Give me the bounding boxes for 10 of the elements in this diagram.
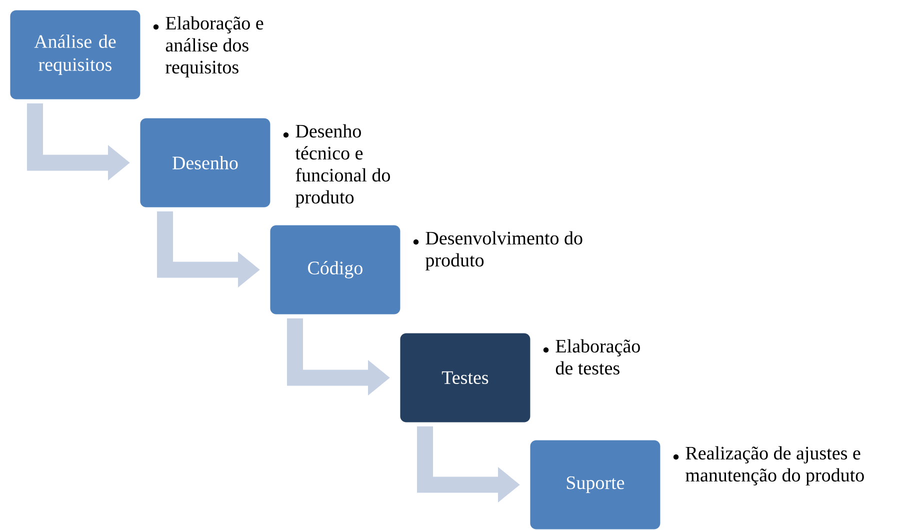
bullet-text: Elaboração e análise dos requisitos	[166, 16, 264, 78]
process-box: Código	[270, 225, 400, 314]
process-box: Suporte	[530, 440, 660, 530]
bullet-text: Realização de ajustes e manutenção do produto	[686, 446, 864, 486]
bullet-text: Desenvolvimento do produto	[426, 231, 582, 270]
bullet-text: Elaboração de testes	[556, 339, 640, 375]
bullet-text: Desenho técnico e funcional do produto	[295, 124, 390, 208]
process-box: Desenho	[140, 118, 270, 208]
process-box: Análise de requisitos	[10, 10, 140, 100]
process-box: Testes	[400, 333, 530, 422]
